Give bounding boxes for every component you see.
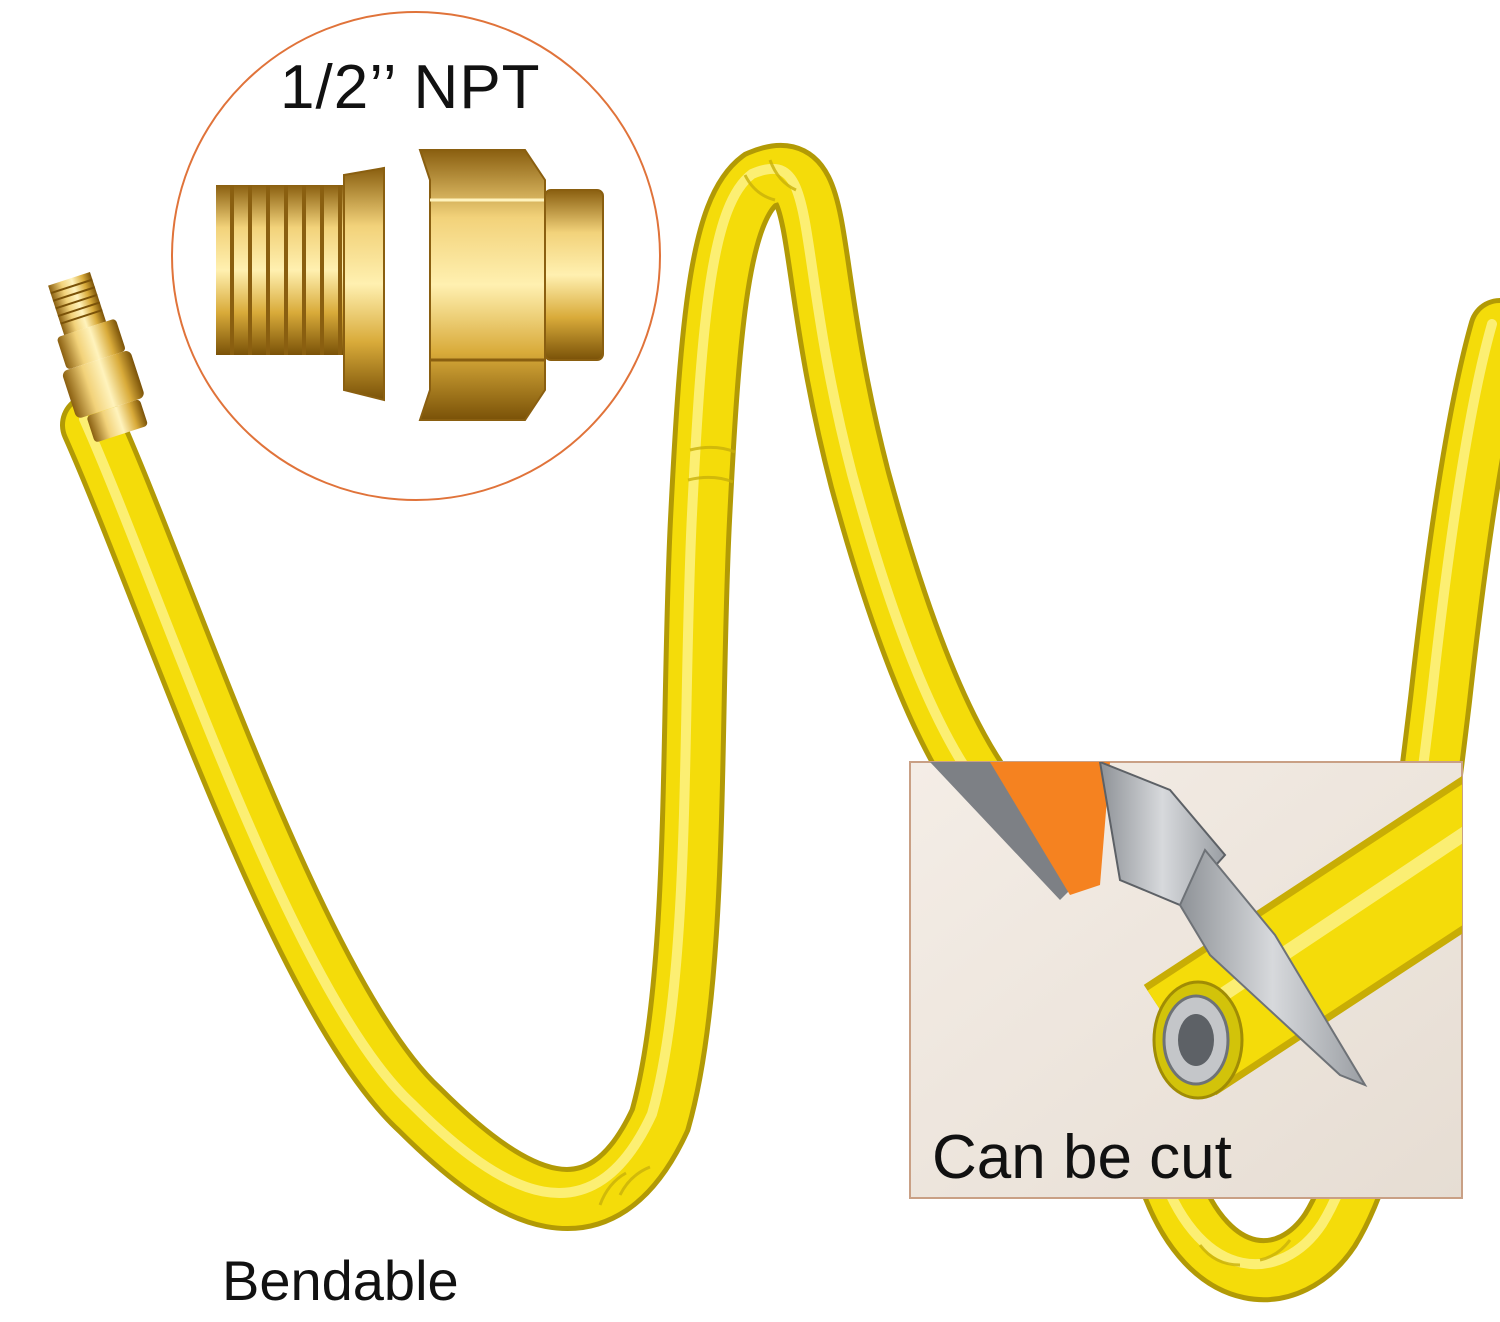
hose-end-fitting <box>48 272 148 442</box>
fitting-callout <box>171 11 661 501</box>
fitting-size-label: 1/2’’ NPT <box>280 53 541 122</box>
bendable-label: Bendable <box>222 1249 459 1312</box>
can-be-cut-label: Can be cut <box>932 1123 1232 1192</box>
brass-fitting-closeup <box>216 149 604 421</box>
cutting-inset <box>909 761 1463 1199</box>
